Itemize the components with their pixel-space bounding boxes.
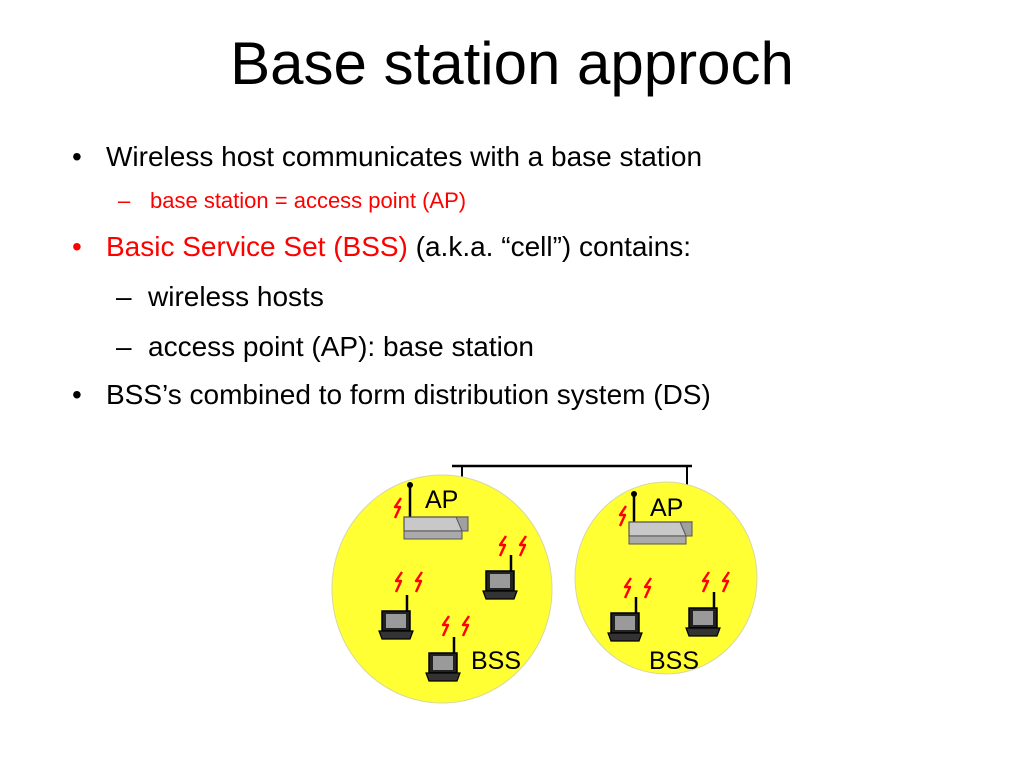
- bullet-2-rest: (a.k.a. “cell”) contains:: [407, 231, 692, 262]
- sub-bullet-1-1-marker: –: [118, 188, 131, 213]
- ap-label-left: AP: [425, 486, 458, 514]
- bss-label-right: BSS: [649, 647, 699, 675]
- bss-label-left: BSS: [471, 647, 521, 675]
- sub-bullet-2-1-marker: –: [116, 281, 132, 312]
- cell-left-ellipse: [331, 474, 553, 704]
- sub-bullet-1-1-text: base station = access point (AP): [150, 188, 467, 213]
- sub-bullet-2-1-text: wireless hosts: [148, 281, 324, 312]
- bullet-2-text: Basic Service Set (BSS) (a.k.a. “cell”) …: [106, 231, 691, 263]
- bss-cell-right: AP BSS: [574, 481, 758, 675]
- access-point-left: [403, 482, 469, 540]
- sub-bullet-2-2-text: access point (AP): base station: [148, 331, 534, 362]
- bullet-1-marker: •: [72, 141, 82, 172]
- sub-bullet-2-2-marker: –: [116, 331, 132, 362]
- ap-label-right: AP: [650, 494, 683, 522]
- bullet-2-marker: •: [72, 231, 82, 262]
- bullet-3-text: BSS’s combined to form distribution syst…: [106, 379, 711, 410]
- bullet-list: • Wireless host communicates with a base…: [72, 141, 711, 410]
- access-point-right: [628, 491, 693, 545]
- bullet-1-text: Wireless host communicates with a base s…: [106, 141, 703, 172]
- bullet-1: •: [72, 141, 82, 173]
- bss-highlight: Basic Service Set (BSS): [106, 231, 408, 262]
- slide-title: Base station approch: [230, 30, 794, 97]
- bss-cell-left: AP BSS: [331, 474, 553, 704]
- bullet-3-marker: •: [72, 379, 82, 410]
